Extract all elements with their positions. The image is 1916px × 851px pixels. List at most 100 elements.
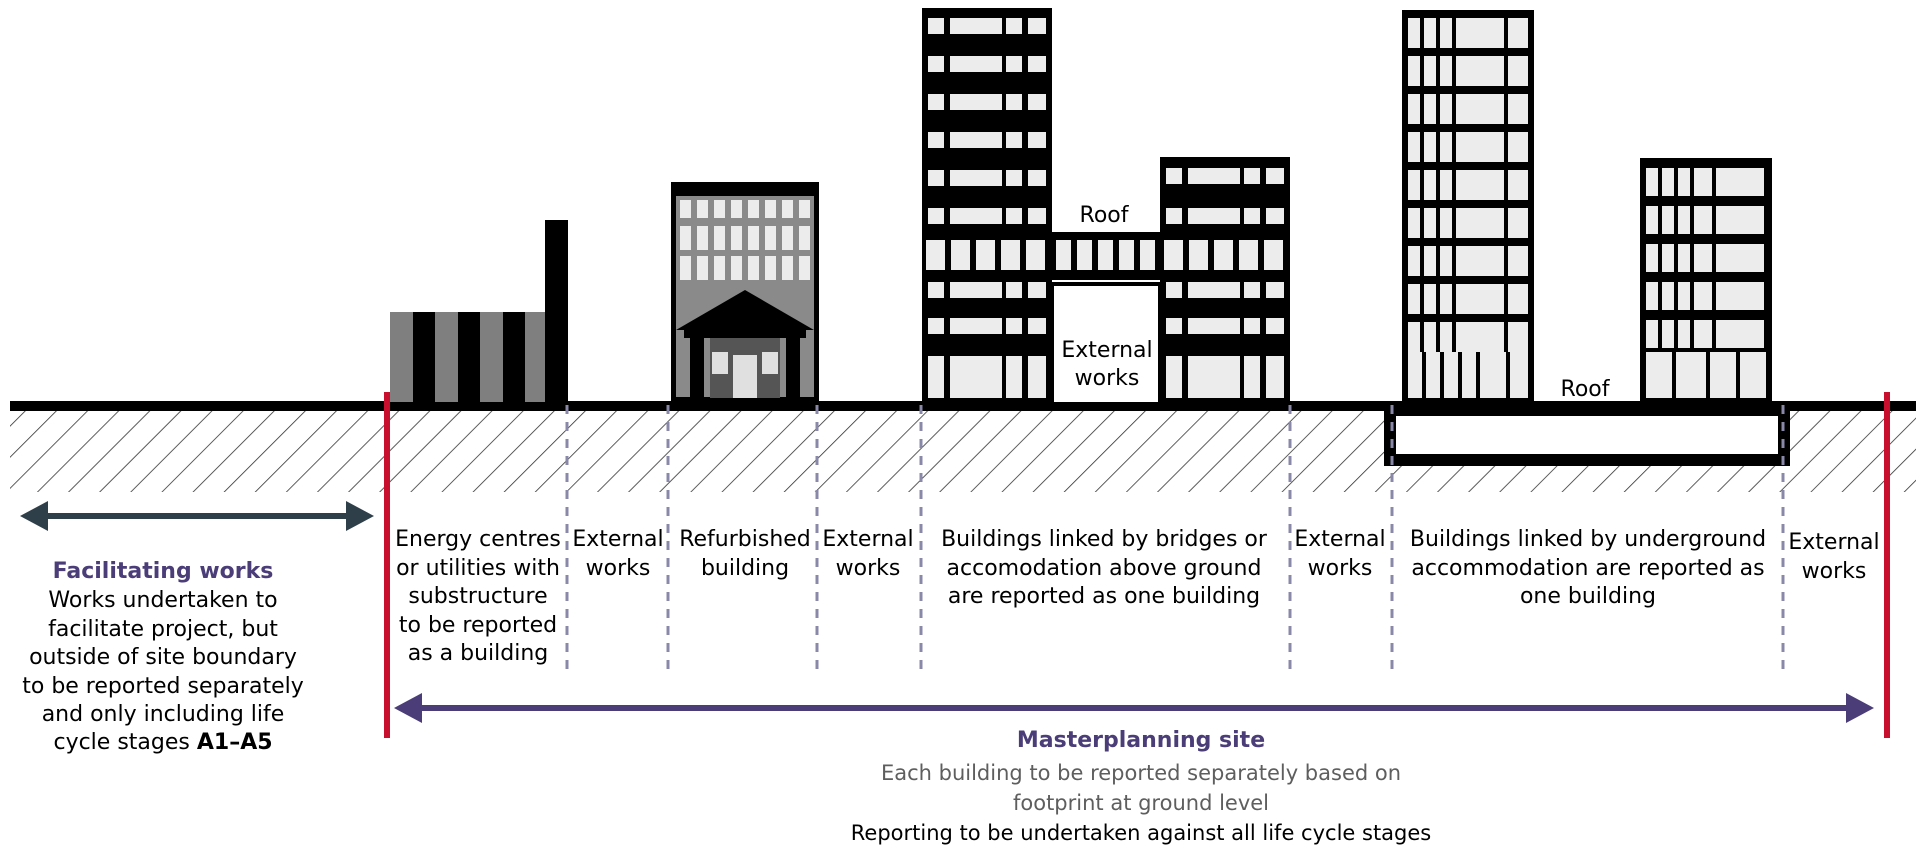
window [765,200,776,218]
window [1006,56,1022,72]
window [950,318,1002,334]
window [1508,322,1528,352]
window [1456,246,1504,276]
window [928,18,944,34]
chimney [545,220,568,312]
window [1266,356,1284,398]
window [1424,284,1436,314]
window [799,226,810,250]
window [1678,244,1690,272]
window [1440,18,1452,48]
window [1424,94,1436,124]
window [731,200,742,218]
window [1426,352,1440,398]
window [1662,282,1674,310]
underground-basement [1384,404,1790,466]
svg-text:are reported as one building: are reported as one building [948,584,1260,609]
window [1440,170,1452,200]
window [1646,282,1658,310]
window [680,256,691,280]
window [1716,244,1764,272]
facilitating-works-block: Facilitating works Works undertaken to f… [22,559,304,755]
window [1264,240,1283,270]
svg-text:to be reported separately: to be reported separately [22,674,304,699]
zone-bridge-linked: Buildings linked by bridges or accomodat… [941,527,1268,609]
window [1006,132,1022,148]
window [1440,94,1452,124]
window [1456,132,1504,162]
window [1408,94,1420,124]
window [1166,282,1182,298]
window [1424,170,1436,200]
window [1077,240,1092,270]
window [1188,356,1240,398]
window [928,132,944,148]
window [1188,168,1240,184]
svg-text:works: works [586,556,651,581]
window [1462,352,1476,398]
window [1408,208,1420,238]
facilitating-arrow [20,501,374,531]
window [1424,208,1436,238]
window [950,170,1002,186]
window [1244,318,1260,334]
window [1456,94,1504,124]
masterplanning-title: Masterplanning site [1017,728,1265,753]
masterplanning-block: Masterplanning site Each building to be … [851,728,1431,845]
window [928,56,944,72]
window [1408,170,1420,200]
window [1006,94,1022,110]
window [1678,168,1690,196]
svg-text:External: External [822,527,913,552]
facilitating-stages: A1–A5 [197,730,273,755]
window [748,256,759,280]
zone-refurbished: Refurbished building [679,527,811,581]
window [1646,352,1672,398]
window [1001,240,1020,270]
svg-text:accomodation above ground: accomodation above ground [947,556,1262,581]
svg-text:as a building: as a building [408,641,549,666]
window [950,18,1002,34]
window [928,356,944,398]
window [928,94,944,110]
window [950,282,1002,298]
window [1508,56,1528,86]
window [714,200,725,218]
window [1678,320,1690,348]
window [1028,282,1046,298]
window [1028,170,1046,186]
window [680,226,691,250]
window [1424,18,1436,48]
refurbished-building [671,182,819,402]
window [1440,246,1452,276]
window [928,318,944,334]
zone-dividers [565,405,1785,675]
window [1456,56,1504,86]
window [951,240,970,270]
zone-external-works-2: External works [822,527,913,581]
underground-linked-buildings [1384,10,1790,466]
window [1508,94,1528,124]
zone-underground-linked: Buildings linked by underground accommod… [1410,527,1766,609]
window [1456,284,1504,314]
energy-centre-building [390,220,568,402]
window [1710,352,1736,398]
window [1424,246,1436,276]
window [1646,320,1658,348]
window [1716,206,1764,234]
svg-text:works: works [836,556,901,581]
window [1694,168,1712,196]
window [1456,170,1504,200]
window [1456,18,1504,48]
window [1166,356,1182,398]
window [1028,208,1046,224]
window [1646,244,1658,272]
zone-energy-centres: Energy centres or utilities with substru… [395,527,561,666]
window [1028,56,1046,72]
window [1424,322,1436,352]
zone-external-works-1: External works [572,527,663,581]
window [1678,206,1690,234]
window [1440,132,1452,162]
window [782,256,793,280]
